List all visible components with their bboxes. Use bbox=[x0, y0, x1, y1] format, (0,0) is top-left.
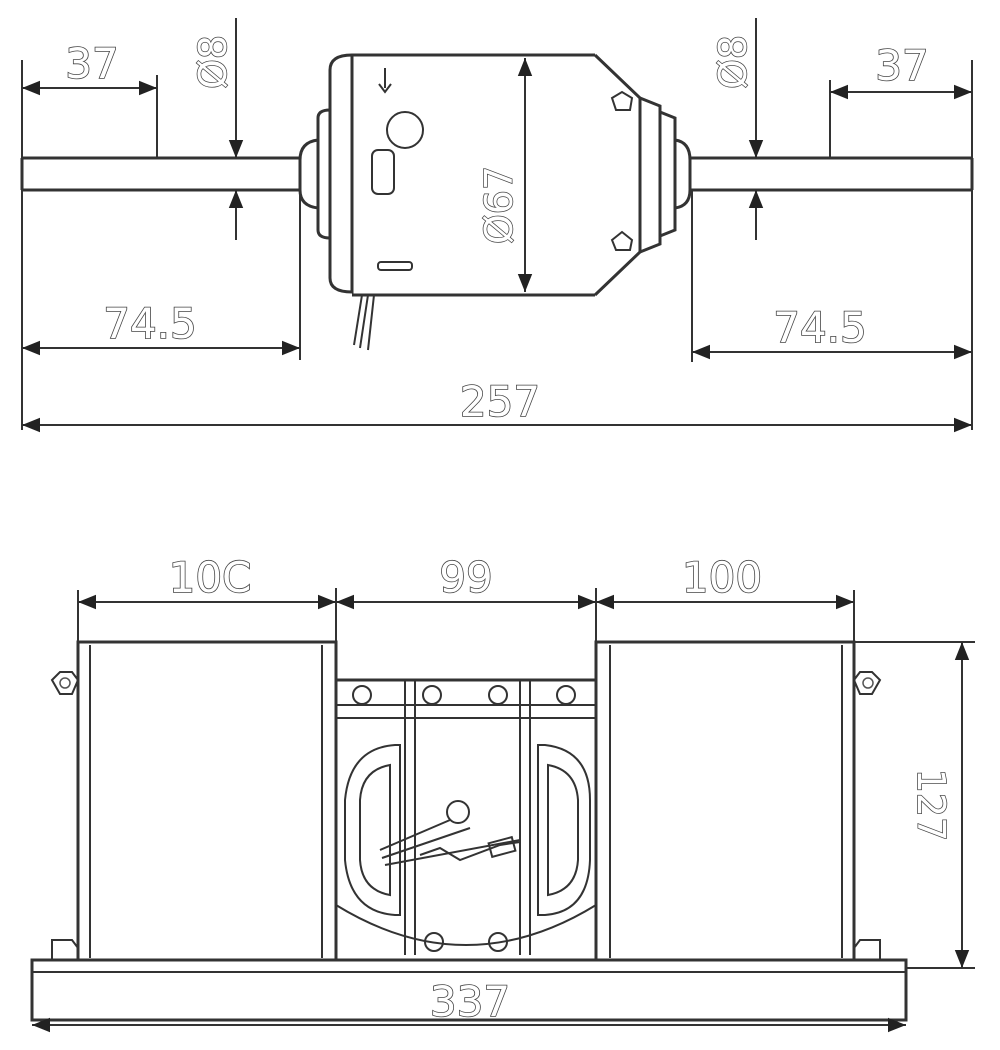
left-housing-width-dimension: 10C bbox=[77, 552, 337, 642]
blower-front-view: 10C 99 100 127 337 bbox=[30, 552, 975, 1033]
right-shaft-dia-label: Ø8 bbox=[711, 35, 755, 89]
right-shaft-dia-dimension: Ø8 bbox=[710, 18, 764, 240]
motor-body bbox=[352, 53, 692, 351]
left-flange bbox=[298, 53, 354, 294]
right-shaft bbox=[690, 156, 974, 192]
left-shaft-dia-label: Ø8 bbox=[191, 35, 235, 89]
left-37-dimension: 37 bbox=[21, 38, 158, 158]
overall-width-label: 337 bbox=[430, 977, 510, 1026]
left-74-5-label: 74.5 bbox=[103, 299, 197, 348]
overall-257-dimension: 257 bbox=[22, 376, 972, 433]
motor-top-view: Ø67 Ø8 Ø8 37 37 bbox=[20, 18, 974, 433]
center-motor-bay bbox=[335, 678, 597, 955]
left-housing bbox=[50, 640, 338, 962]
right-housing-width-dimension: 100 bbox=[596, 552, 855, 642]
right-74-5-dimension: 74.5 bbox=[691, 190, 973, 430]
overall-257-label: 257 bbox=[460, 377, 540, 426]
right-37-dimension: 37 bbox=[829, 40, 973, 158]
height-label: 127 bbox=[909, 769, 953, 842]
right-37-label: 37 bbox=[875, 41, 928, 90]
left-housing-width-label: 10C bbox=[169, 553, 252, 602]
middle-width-dimension: 99 bbox=[336, 552, 597, 642]
left-37-label: 37 bbox=[65, 39, 118, 88]
left-shaft-dia-dimension: Ø8 bbox=[190, 18, 244, 240]
motor-dia-label: Ø67 bbox=[477, 166, 521, 244]
left-shaft bbox=[20, 156, 300, 192]
middle-width-label: 99 bbox=[439, 553, 492, 602]
right-housing bbox=[594, 640, 882, 962]
right-housing-width-label: 100 bbox=[682, 553, 762, 602]
height-dimension: 127 bbox=[854, 641, 975, 969]
right-74-5-label: 74.5 bbox=[773, 303, 867, 352]
left-74-5-dimension: 74.5 bbox=[21, 190, 301, 430]
overall-width-dimension: 337 bbox=[32, 976, 906, 1033]
